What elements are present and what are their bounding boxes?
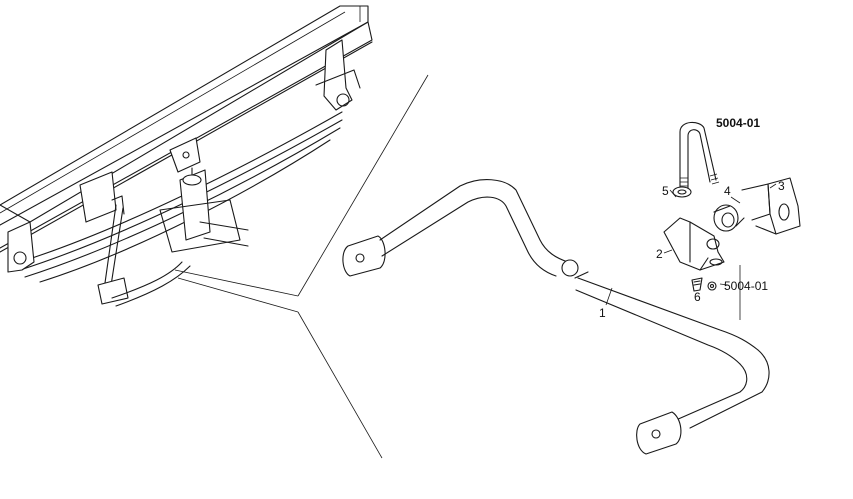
chassis-frame-view (0, 5, 429, 459)
part-label-2: 2 (656, 247, 663, 261)
part-label-4: 4 (724, 184, 731, 198)
mounting-bracket-assembly (663, 121, 801, 320)
stabilizer-bar (342, 179, 770, 455)
part-label-3: 3 (778, 179, 785, 193)
ref-label-top: 5004-01 (716, 116, 760, 130)
part-label-6: 6 (694, 290, 701, 304)
part-label-1: 1 (599, 306, 606, 320)
part-label-5: 5 (662, 184, 669, 198)
ref-label-bottom: 5004-01 (724, 279, 768, 293)
